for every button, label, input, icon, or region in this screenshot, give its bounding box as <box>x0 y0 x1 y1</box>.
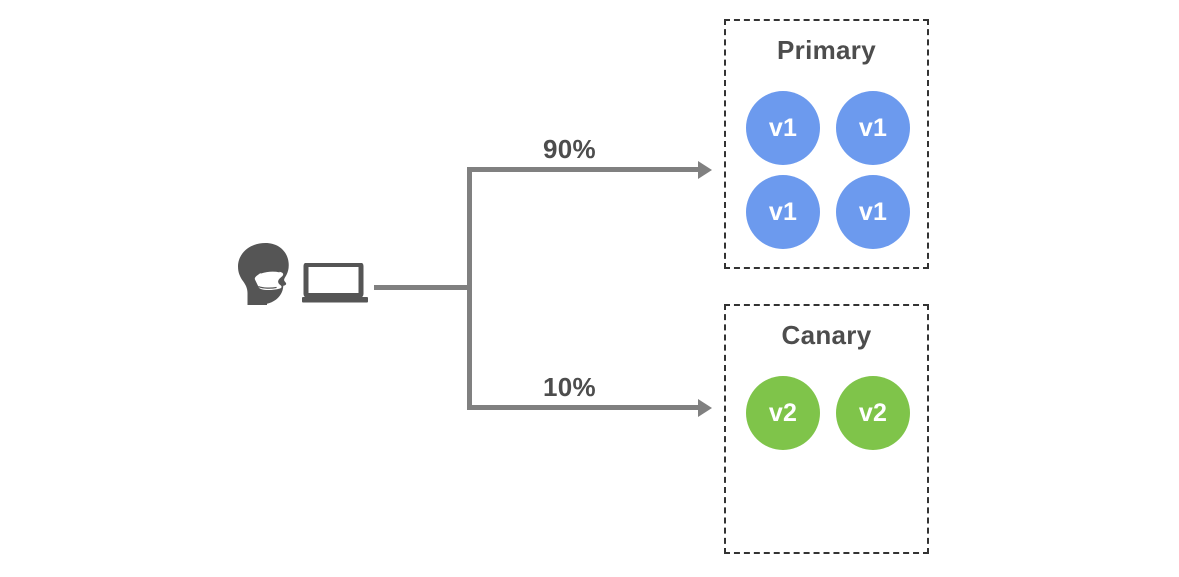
laptop-icon <box>302 262 368 303</box>
client-group <box>238 243 373 305</box>
arrowhead-primary-icon <box>698 160 712 179</box>
pod-v1: v1 <box>746 91 820 165</box>
connector-client-to-split <box>374 285 472 290</box>
pod-v1: v1 <box>746 175 820 249</box>
pod-v1: v1 <box>836 91 910 165</box>
connector-to-canary <box>467 405 700 410</box>
canary-pod-grid: v2 v2 <box>746 376 911 450</box>
arrowhead-canary-icon <box>698 398 712 417</box>
canary-group-title: Canary <box>781 320 872 350</box>
connector-to-primary <box>467 167 700 172</box>
pod-v2: v2 <box>836 376 910 450</box>
traffic-label-canary: 10% <box>543 372 596 402</box>
pod-v1: v1 <box>836 175 910 249</box>
traffic-label-primary: 90% <box>543 134 596 164</box>
canary-group-box: Canary v2 v2 <box>724 304 929 554</box>
primary-group-box: Primary v1 v1 v1 v1 <box>724 19 929 269</box>
pod-v2: v2 <box>746 376 820 450</box>
connector-split-trunk <box>467 167 472 410</box>
primary-pod-grid: v1 v1 v1 v1 <box>746 91 911 249</box>
person-with-face-mask-icon <box>238 243 296 305</box>
primary-group-title: Primary <box>777 35 876 65</box>
